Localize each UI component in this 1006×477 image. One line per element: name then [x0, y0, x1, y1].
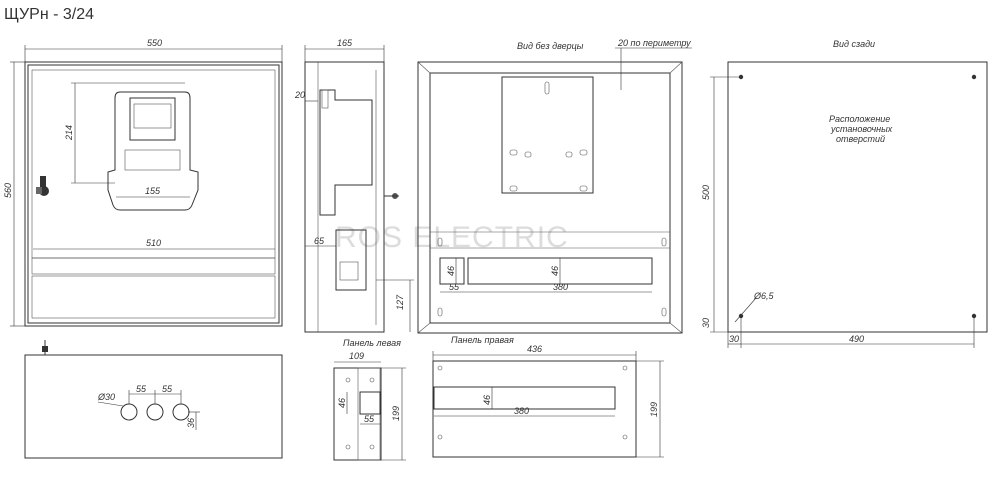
- front-view: 550 560 214 155 510: [3, 38, 283, 327]
- drawing-title: ЩУРн - 3/24: [4, 6, 94, 23]
- dim-panel-right-height: 199: [649, 402, 659, 417]
- dim-bottom-edge: 36: [186, 418, 196, 428]
- dim-width-550: 550: [147, 38, 162, 48]
- dim-rear-height-500: 500: [701, 185, 711, 200]
- rear-note-line-2: установочных: [830, 124, 893, 134]
- dim-rear-width-490: 490: [849, 334, 864, 344]
- dim-panel-left-width: 109: [349, 351, 364, 361]
- dim-meter-214: 214: [64, 125, 74, 141]
- label-panel-right: Панель правая: [451, 335, 514, 345]
- panel-left: Панель левая 109 46 55 199: [333, 338, 406, 461]
- dim-lower-127: 127: [395, 294, 405, 310]
- rear-note-line-1: Расположение: [829, 114, 890, 124]
- dim-bottom-pitch-2: 55: [162, 384, 173, 394]
- dim-rail-h-left: 46: [446, 266, 456, 276]
- dim-rear-left-30: 30: [729, 334, 739, 344]
- note-perimeter: 20 по периметру: [617, 38, 691, 48]
- dim-meter-155: 155: [145, 186, 161, 196]
- dim-offset-65: 65: [314, 236, 325, 246]
- dim-panel-left-h: 46: [337, 398, 347, 408]
- dim-rear-hole: Ø6,5: [753, 291, 775, 301]
- label-panel-left: Панель левая: [343, 338, 401, 348]
- dim-rail-offset: 55: [449, 282, 460, 292]
- rear-view: Вид сзади Расположение установочных отве…: [701, 39, 988, 348]
- dim-panel-left-w: 55: [364, 414, 375, 424]
- dim-panel-left-height: 199: [391, 406, 401, 421]
- dim-depth-165: 165: [337, 38, 353, 48]
- dim-inner-510: 510: [146, 238, 161, 248]
- bottom-view: Ø30 55 55 36: [24, 340, 283, 459]
- dim-rail-h-right: 46: [550, 266, 560, 276]
- lock-icon: [36, 176, 49, 196]
- meter-outline: [107, 91, 199, 211]
- label-rear: Вид сзади: [833, 39, 875, 49]
- rear-note-line-3: отверстий: [836, 134, 885, 144]
- dim-panel-right-w: 380: [514, 406, 529, 416]
- label-no-door: Вид без дверцы: [517, 41, 584, 51]
- dim-bottom-pitch-1: 55: [136, 384, 147, 394]
- side-view: 165 20 65 127: [294, 38, 414, 333]
- dim-rail-width: 380: [553, 282, 568, 292]
- panel-right: Панель правая 436 46 380 199: [432, 335, 664, 458]
- dim-height-560: 560: [3, 183, 13, 198]
- dim-flange-20: 20: [294, 90, 305, 100]
- dim-rear-bottom-30: 30: [701, 318, 711, 328]
- no-door-view: Вид без дверцы 20 по периметру 46 46: [417, 38, 692, 334]
- dim-panel-right-h: 46: [482, 395, 492, 405]
- dim-bottom-hole: Ø30: [97, 392, 115, 402]
- dim-panel-right-width: 436: [527, 344, 542, 354]
- watermark-text: ROS ELECTRIC: [335, 221, 569, 254]
